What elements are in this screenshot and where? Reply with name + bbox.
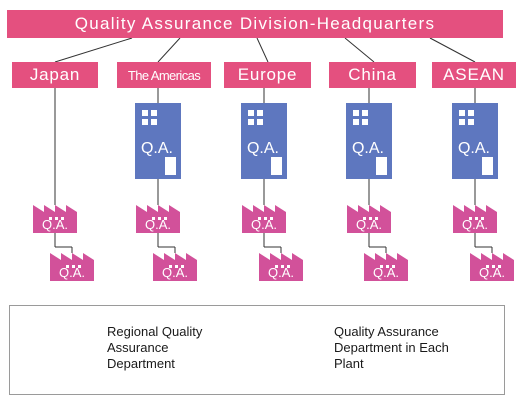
factory-qa-label: Q.A. [162, 265, 188, 280]
legend [9, 305, 505, 395]
factory-qa-label: Q.A. [145, 217, 171, 232]
factory-qa-label: Q.A. [251, 217, 277, 232]
building-qa-label: Q.A. [141, 140, 173, 157]
headquarters-box: Quality Assurance Division-Headquarters [7, 10, 503, 38]
legend-plant-label: Quality Assurance Department in Each Pla… [334, 324, 449, 371]
region-china: China [329, 62, 416, 88]
building-qa-label: Q.A. [352, 140, 384, 157]
region-europe: Europe [224, 62, 311, 88]
factory-qa-label: Q.A. [42, 217, 68, 232]
factory-qa-label: Q.A. [479, 265, 505, 280]
building-qa-label: Q.A. [247, 140, 279, 157]
region-asean: ASEAN [432, 62, 516, 88]
region-americas: The Americas [117, 62, 211, 88]
region-japan: Japan [12, 62, 98, 88]
factory-qa-label: Q.A. [462, 217, 488, 232]
legend-regional-label: Regional Quality Assurance Department [107, 324, 203, 371]
building-qa-label: Q.A. [458, 140, 490, 157]
factory-qa-label: Q.A. [356, 217, 382, 232]
factory-qa-label: Q.A. [268, 265, 294, 280]
factory-qa-label: Q.A. [373, 265, 399, 280]
factory-qa-label: Q.A. [59, 265, 85, 280]
